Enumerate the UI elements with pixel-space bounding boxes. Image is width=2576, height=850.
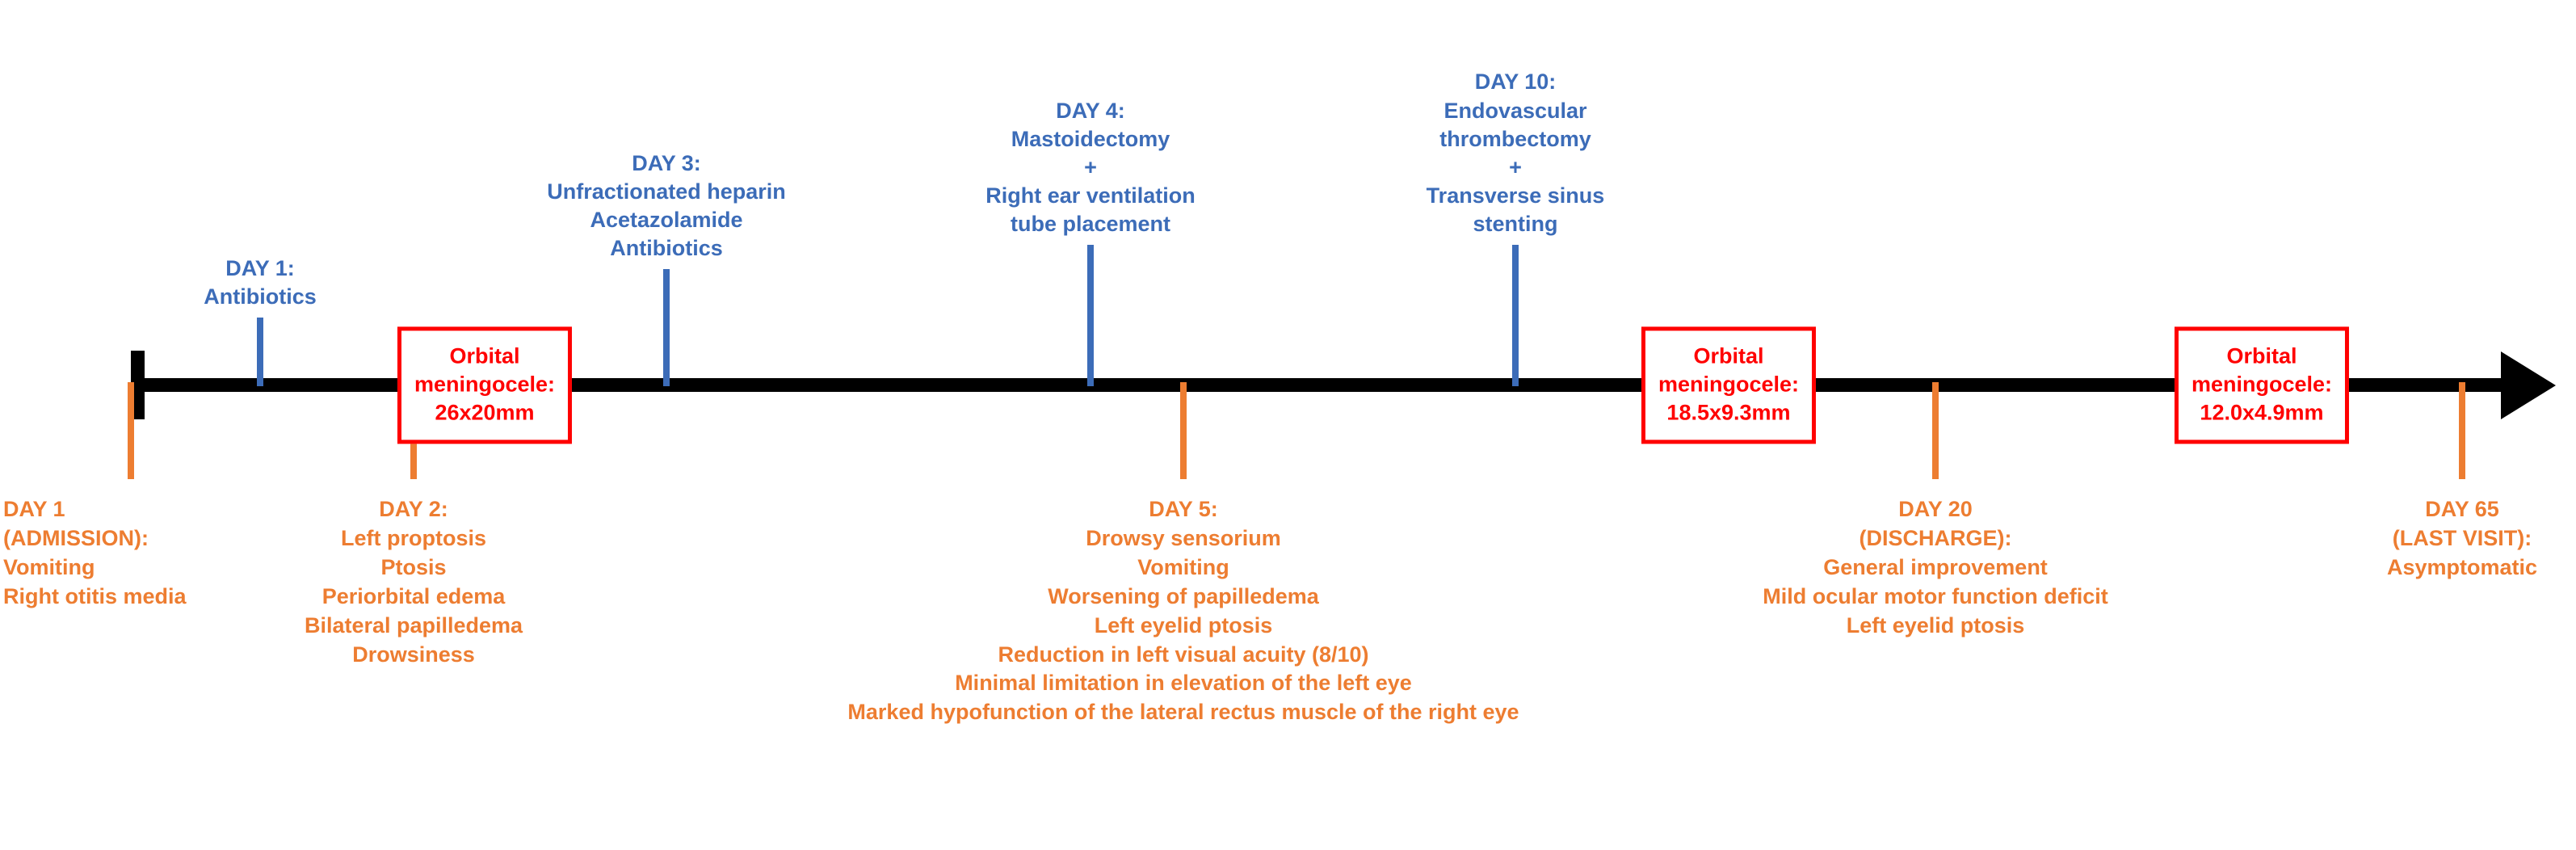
- event-label-day-10-treatment-line-6: stenting: [1473, 211, 1558, 236]
- event-label-day-4-treatment-line-2: Mastoidectomy: [1011, 126, 1170, 151]
- measurement-meningocele-1-line-3: 26x20mm: [435, 400, 535, 425]
- event-label-day-5-findings-line-2: Drowsy sensorium: [1086, 525, 1281, 550]
- tick-day-65-last-visit: [2459, 382, 2465, 479]
- tick-day-1-admission: [128, 382, 134, 479]
- event-label-day-1-treatment-line-1: DAY 1:: [225, 255, 295, 280]
- measurement-meningocele-3-line-2: meningocele:: [2191, 371, 2333, 396]
- tick-day-10-treatment: [1512, 245, 1519, 386]
- event-label-day-10-treatment-line-1: DAY 10:: [1474, 69, 1557, 95]
- event-label-day-20-discharge-line-5: Left eyelid ptosis: [1846, 612, 2025, 638]
- measurement-meningocele-3-line-1: Orbital: [2226, 343, 2297, 368]
- measurement-box-meningocele-3[interactable]: Orbital meningocele: 12.0x4.9mm: [2174, 326, 2350, 444]
- event-label-day-10-treatment-line-5: Transverse sinus: [1426, 183, 1605, 208]
- event-label-day-1-admission-line-4: Right otitis media: [3, 583, 187, 608]
- event-label-day-4-treatment-line-4: Right ear ventilation: [985, 183, 1196, 208]
- measurement-meningocele-2-line-2: meningocele:: [1658, 371, 1800, 396]
- event-label-day-20-discharge-line-4: Mild ocular motor function deficit: [1763, 583, 2108, 608]
- event-label-day-65-last-visit-line-3: Asymptomatic: [2386, 554, 2538, 579]
- timeline-arrowhead-icon: [2501, 351, 2556, 419]
- event-label-day-20-discharge-line-3: General improvement: [1823, 554, 2048, 579]
- event-label-day-10-treatment[interactable]: DAY 10: Endovascular thrombectomy + Transver…: [1427, 68, 1605, 238]
- tick-day-3-treatment: [663, 269, 670, 386]
- measurement-meningocele-2-line-3: 18.5x9.3mm: [1666, 400, 1791, 425]
- event-label-day-2-findings-line-4: Periorbital edema: [321, 583, 506, 608]
- tick-day-20-discharge: [1932, 382, 1939, 479]
- tick-day-4-treatment: [1087, 245, 1094, 386]
- event-label-day-1-admission-line-2: (ADMISSION):: [3, 525, 149, 550]
- measurement-box-meningocele-1[interactable]: Orbital meningocele: 26x20mm: [397, 326, 573, 444]
- event-label-day-1-treatment-line-2: Antibiotics: [204, 284, 317, 309]
- event-label-day-5-findings-line-5: Left eyelid ptosis: [1094, 612, 1273, 638]
- event-label-day-4-treatment-line-5: tube placement: [1010, 211, 1171, 236]
- event-label-day-3-treatment-line-1: DAY 3:: [632, 150, 701, 175]
- event-label-day-2-findings-line-3: Ptosis: [380, 554, 447, 579]
- event-label-day-5-findings-line-1: DAY 5:: [1149, 497, 1218, 521]
- event-label-day-5-findings-line-4: Worsening of papilledema: [1048, 583, 1319, 608]
- measurement-meningocele-1-line-1: Orbital: [449, 343, 520, 368]
- event-label-day-2-findings-line-6: Drowsiness: [352, 642, 475, 667]
- event-label-day-1-treatment[interactable]: DAY 1: Antibiotics: [204, 255, 317, 311]
- event-label-day-2-findings-line-1: DAY 2:: [379, 497, 448, 521]
- event-label-day-4-treatment[interactable]: DAY 4: Mastoidectomy + Right ear ventilatio…: [985, 97, 1196, 238]
- event-label-day-20-discharge-line-1: DAY 20: [1898, 497, 1973, 521]
- tick-day-1-treatment: [257, 318, 263, 386]
- tick-day-5-findings: [1180, 382, 1187, 479]
- event-label-day-1-admission-line-1: DAY 1: [3, 497, 65, 521]
- event-label-day-10-treatment-line-3: thrombectomy: [1439, 126, 1591, 151]
- event-label-day-1-admission-line-3: Vomiting: [3, 554, 95, 579]
- event-label-day-5-findings-line-6: Reduction in left visual acuity (8/10): [998, 642, 1369, 667]
- measurement-meningocele-1-line-2: meningocele:: [414, 371, 556, 396]
- event-label-day-2-findings-line-5: Bilateral papilledema: [304, 612, 523, 638]
- event-label-day-65-last-visit-line-2: (LAST VISIT):: [2392, 525, 2532, 550]
- event-label-day-4-treatment-line-1: DAY 4:: [1056, 98, 1125, 123]
- event-label-day-10-treatment-line-2: Endovascular: [1443, 98, 1587, 123]
- event-label-day-3-treatment-line-4: Antibiotics: [610, 235, 723, 260]
- event-label-day-5-findings-line-8: Marked hypofunction of the lateral rectu…: [847, 700, 1519, 725]
- measurement-meningocele-3-line-3: 12.0x4.9mm: [2200, 400, 2324, 425]
- event-label-day-65-last-visit-line-1: DAY 65: [2425, 497, 2499, 521]
- event-label-day-20-discharge-line-2: (DISCHARGE):: [1859, 525, 2012, 550]
- measurement-meningocele-2-line-1: Orbital: [1693, 343, 1764, 368]
- event-label-day-5-findings-line-3: Vomiting: [1137, 554, 1229, 579]
- event-label-day-10-treatment-line-4: +: [1509, 154, 1522, 179]
- event-label-day-3-treatment-line-3: Acetazolamide: [590, 207, 743, 232]
- measurement-box-meningocele-2[interactable]: Orbital meningocele: 18.5x9.3mm: [1641, 326, 1817, 444]
- event-label-day-65-last-visit[interactable]: DAY 65 (LAST VISIT): Asymptomatic: [2387, 495, 2537, 583]
- event-label-day-3-treatment-line-2: Unfractionated heparin: [547, 179, 786, 204]
- event-label-day-4-treatment-line-3: +: [1084, 154, 1097, 179]
- event-label-day-5-findings-line-7: Minimal limitation in elevation of the l…: [955, 671, 1412, 696]
- event-label-day-2-findings-line-2: Left proptosis: [340, 525, 486, 550]
